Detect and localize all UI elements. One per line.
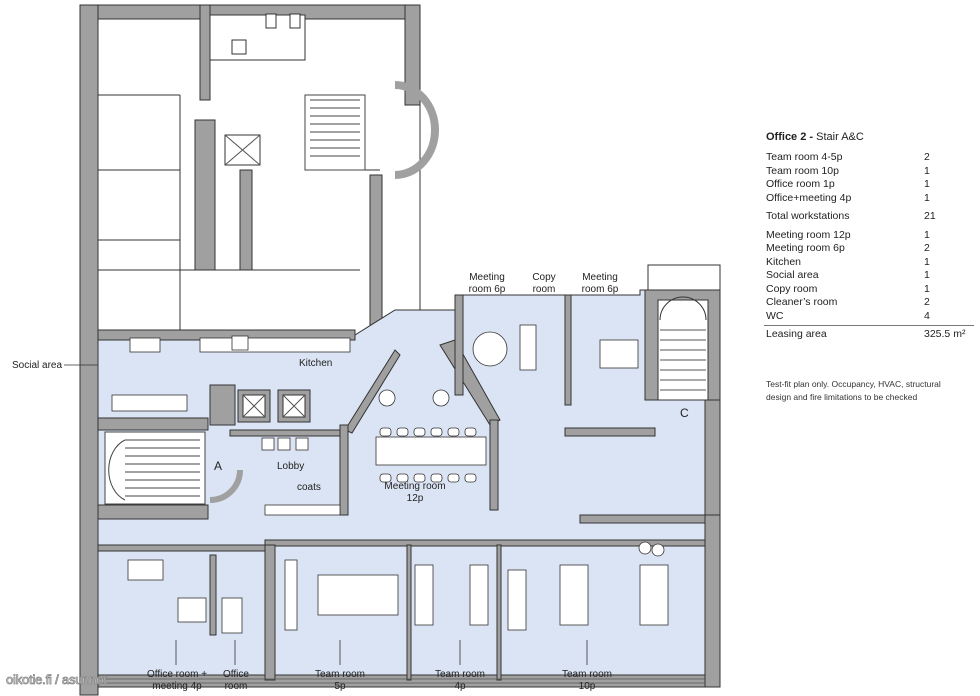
chair bbox=[379, 473, 392, 483]
row-value: 325.5 m² bbox=[924, 328, 966, 340]
summary-row: Office+meeting 4p 1 bbox=[766, 192, 966, 206]
label-copy-line2: room bbox=[533, 284, 556, 295]
row-label: Kitchen bbox=[766, 255, 802, 268]
row-label: Copy room bbox=[766, 282, 818, 295]
elevators bbox=[237, 389, 311, 423]
summary-row: Meeting room 6p 2 bbox=[766, 242, 966, 256]
stair-upper bbox=[304, 81, 439, 179]
summary-row: Copy room 1 bbox=[766, 283, 966, 297]
label-team5-line1: Team room bbox=[315, 669, 365, 680]
label-office-meeting-line2: meeting 4p bbox=[152, 681, 202, 692]
label-office-line1: Office bbox=[223, 669, 249, 680]
summary-row: Meeting room 12p 1 bbox=[766, 229, 966, 243]
label-meeting-6a-line2: room 6p bbox=[469, 284, 506, 295]
row-label: Cleaner’s room bbox=[766, 296, 838, 308]
label-meeting-12-line2: 12p bbox=[407, 493, 424, 504]
chair bbox=[447, 427, 460, 437]
label-stair-c: C bbox=[680, 406, 689, 420]
chair bbox=[430, 427, 443, 437]
row-value: 2 bbox=[924, 151, 930, 163]
room-labels: Social area Kitchen Lobby coats A C Meet… bbox=[12, 272, 689, 692]
stair-c bbox=[644, 264, 721, 526]
row-label: Team room 10p bbox=[766, 164, 839, 177]
label-team10-line1: Team room bbox=[562, 669, 612, 680]
label-lobby: Lobby bbox=[277, 461, 304, 472]
label-meeting-6b-line1: Meeting bbox=[582, 272, 618, 283]
chair bbox=[413, 427, 426, 437]
chair bbox=[413, 473, 426, 483]
row-value: 1 bbox=[924, 164, 930, 177]
row-value: 1 bbox=[924, 269, 930, 281]
summary-title-stair: Stair A&C bbox=[816, 131, 864, 143]
summary-row: Team room 10p 1 bbox=[766, 165, 966, 179]
label-meeting-6a-line1: Meeting bbox=[469, 272, 505, 283]
chair bbox=[396, 427, 409, 437]
row-value: 2 bbox=[924, 296, 930, 308]
summary-row-leasing: Leasing area 325.5 m² bbox=[766, 328, 966, 342]
row-label: Leasing area bbox=[766, 328, 827, 340]
label-stair-a: A bbox=[214, 459, 222, 473]
row-label: Office room 1p bbox=[766, 178, 835, 190]
label-meeting-6b-line2: room 6p bbox=[582, 284, 619, 295]
summary-row: Team room 4-5p 2 bbox=[766, 151, 966, 165]
label-team4-line1: Team room bbox=[435, 669, 485, 680]
chair bbox=[447, 473, 460, 483]
summary-title: Office 2 - Stair A&C bbox=[766, 131, 966, 143]
label-meeting-12-line1: Meeting room bbox=[384, 481, 445, 492]
label-team4-line2: 4p bbox=[454, 681, 466, 692]
stair-a bbox=[104, 431, 243, 505]
upper-building bbox=[79, 4, 439, 696]
row-value: 1 bbox=[924, 255, 930, 268]
label-kitchen: Kitchen bbox=[299, 358, 332, 369]
chair bbox=[430, 473, 443, 483]
row-value: 4 bbox=[924, 309, 930, 322]
label-social-area: Social area bbox=[12, 360, 62, 371]
chair bbox=[396, 473, 409, 483]
label-copy-line1: Copy bbox=[532, 272, 555, 283]
summary-row: Social area 1 bbox=[766, 269, 966, 283]
summary-row-total: Total workstations 21 bbox=[766, 210, 966, 224]
walls bbox=[97, 294, 721, 688]
row-value: 21 bbox=[924, 210, 936, 222]
row-value: 1 bbox=[924, 191, 930, 204]
row-value: 1 bbox=[924, 178, 930, 190]
divider bbox=[764, 325, 974, 326]
chair bbox=[464, 473, 477, 483]
watermark: oikotie.fi / asunnot bbox=[6, 672, 108, 688]
row-label: Office+meeting 4p bbox=[766, 191, 852, 204]
row-label: Total workstations bbox=[766, 210, 850, 222]
summary-row: Office room 1p 1 bbox=[766, 178, 966, 192]
row-label: Team room 4-5p bbox=[766, 151, 843, 163]
label-team10-line2: 10p bbox=[579, 681, 596, 692]
label-office-meeting-line1: Office room + bbox=[147, 669, 207, 680]
row-label: WC bbox=[766, 309, 784, 322]
row-value: 2 bbox=[924, 242, 930, 254]
row-value: 1 bbox=[924, 228, 930, 241]
label-team5-line2: 5p bbox=[334, 681, 346, 692]
label-coats: coats bbox=[297, 482, 321, 493]
summary-title-office: Office 2 - bbox=[766, 131, 814, 143]
row-label: Social area bbox=[766, 269, 819, 281]
furniture bbox=[111, 324, 669, 634]
row-label: Meeting room 12p bbox=[766, 228, 851, 241]
chair bbox=[379, 427, 392, 437]
row-value: 1 bbox=[924, 282, 930, 295]
label-office-line2: room bbox=[225, 681, 248, 692]
summary-row: WC 4 bbox=[766, 310, 966, 324]
disclaimer-note: Test-fit plan only. Occupancy, HVAC, str… bbox=[766, 379, 941, 402]
chair bbox=[464, 427, 477, 437]
summary-row: Kitchen 1 bbox=[766, 256, 966, 270]
window-lines bbox=[100, 678, 705, 684]
summary-row: Cleaner’s room 2 bbox=[766, 296, 966, 310]
row-label: Meeting room 6p bbox=[766, 242, 845, 254]
